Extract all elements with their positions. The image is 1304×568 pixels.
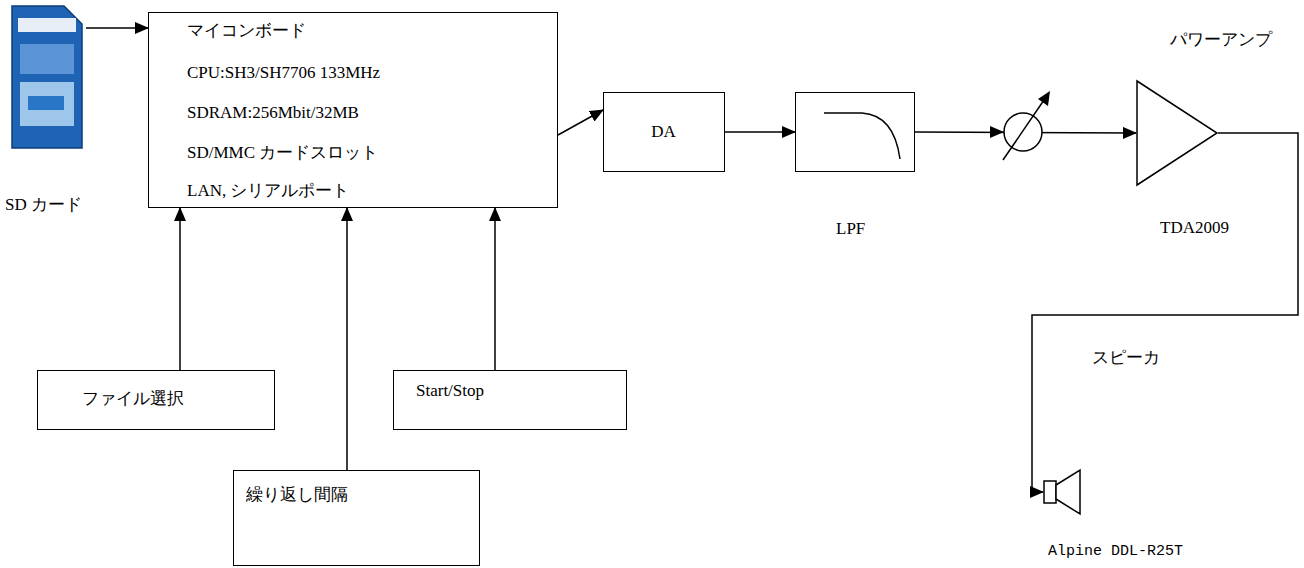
lpf-figure [796,93,916,173]
node-label: LPF [836,219,865,239]
node-label: LAN, シリアルポート [187,181,349,201]
node-label: ファイル選択 [82,389,184,409]
card-logo-band [18,18,76,32]
node-label: TDA2009 [1160,218,1229,238]
node-label: スピーカ [1092,348,1160,368]
node-label: SDRAM:256Mbit/32MB [187,103,359,123]
speaker-cone [1056,470,1080,514]
card-logo [20,44,74,74]
spk-figure [1043,468,1081,516]
node-label: SD カード [5,195,82,215]
signal-arrow [1032,133,1298,492]
input-box: 繰り返し間隔 [233,470,480,566]
card-label [20,82,74,126]
sd-card: SD カード [8,4,84,152]
signal-arrow [494,208,496,370]
node-label: CPU:SH3/SH7706 133MHz [187,63,380,83]
variable-arrow [1003,100,1044,160]
filter-box: LPF [795,92,915,172]
node-label: DA [651,122,676,142]
signal-arrow [179,208,181,370]
arrow-head [990,126,1004,138]
signal-arrow [86,27,148,29]
sd-figure [8,4,84,152]
node-label: Start/Stop [416,381,484,401]
node-label: パワーアンプ [1170,30,1272,50]
input-box: ファイル選択 [37,370,275,430]
speaker-symbol: スピーカAlpine DDL-R25T [1043,468,1081,516]
filter-curve [824,113,900,159]
card-body [12,6,82,148]
amplifier-symbol: パワーアンプTDA2009 [1136,80,1218,186]
signal-arrow [725,131,795,133]
signal-arrow [346,208,348,470]
triangle [1137,81,1217,185]
node-label: SD/MMC カードスロット [187,143,378,163]
signal-arrow [558,110,603,135]
node-label: マイコンボード [187,21,306,41]
board-box: マイコンボード CPU:SH3/SH7706 133MHzSDRAM:256Mbi… [148,12,558,208]
card-mark [28,96,64,110]
process-box: DA [603,92,725,172]
node-label: 繰り返し間隔 [246,485,348,505]
amp-figure [1136,80,1218,186]
speaker-magnet [1044,481,1056,503]
arrow-head [1038,91,1050,106]
node-label: Alpine DDL-R25T [1048,542,1183,562]
input-box: Start/Stop [393,370,627,430]
